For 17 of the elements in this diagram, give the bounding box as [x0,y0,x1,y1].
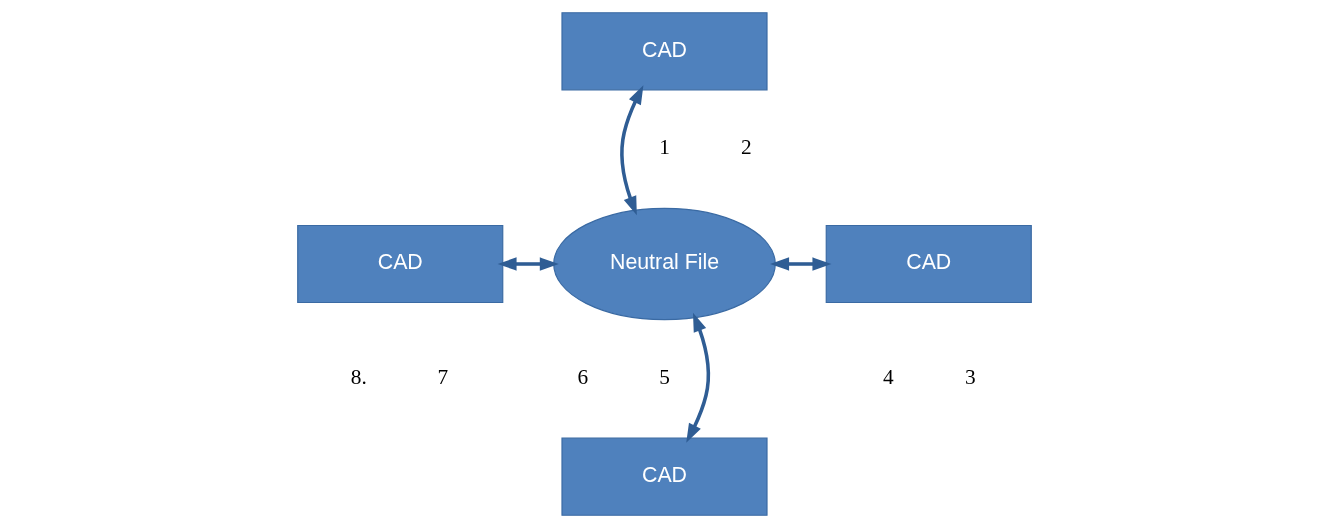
arrow [686,312,711,443]
node-box: CAD [297,224,504,304]
label: 5 [659,365,670,390]
label: 1 [659,135,670,160]
node-box: CAD [561,12,768,91]
label: 2 [740,135,752,160]
node-ellipse: Neutral File [553,207,776,321]
arrow [770,257,832,271]
arrow [497,257,559,271]
arrow [620,85,644,216]
label: 6 [577,365,589,390]
node-box: CAD [561,437,768,516]
label: 8. [350,365,367,390]
label: 3 [964,365,976,390]
node-box: CAD [825,224,1032,304]
label: 7 [437,365,449,390]
label: 4 [883,365,894,390]
